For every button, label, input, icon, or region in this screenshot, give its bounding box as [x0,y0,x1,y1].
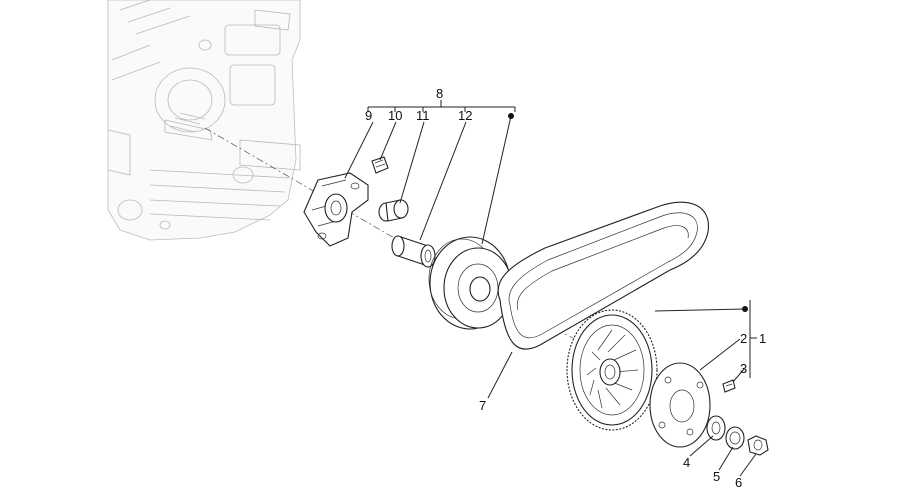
part-12-sleeve [391,235,436,268]
part-2-cover-plate [649,362,711,448]
callout-6: 6 [735,475,742,487]
part-11-spacer [378,199,409,222]
callout-9: 9 [365,108,372,123]
callout-3: 3 [740,361,747,376]
callout-2: 2 [740,331,747,346]
pulley-half [428,236,513,330]
callout-4: 4 [683,455,690,470]
part-4-washer [706,415,726,441]
callout-10: 10 [388,108,402,123]
leader-lines [344,100,757,477]
part-1-drive-pulley [566,309,658,431]
callout-12: 12 [458,108,472,123]
engine-crankcase-outline [107,0,301,241]
part-9-cam-plate [303,172,369,247]
part-5-spring-washer [725,426,745,450]
callout-11: 11 [416,108,430,123]
callout-labels: 8 9 10 11 12 7 2 1 3 4 5 6 [365,86,766,487]
callout-7: 7 [479,398,486,413]
callout-1: 1 [759,331,766,346]
part-6-nut [747,435,769,456]
part-10-slider [371,156,389,174]
callout-8: 8 [436,86,443,101]
part-3-screw [722,379,736,393]
part-7-drive-belt [497,201,709,350]
callout-5: 5 [713,469,720,484]
